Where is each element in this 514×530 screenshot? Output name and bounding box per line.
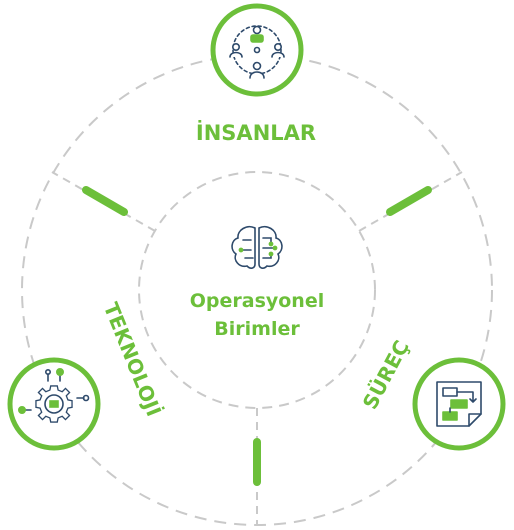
inner-dashed-ring xyxy=(138,171,376,409)
brain-circuit-icon xyxy=(231,225,283,269)
node-technology-label: TEKNOLOJİ xyxy=(99,299,166,420)
gear-circuit-icon xyxy=(17,367,90,423)
center-title-line1: Operasyonel xyxy=(190,290,325,312)
node-people-label: İNSANLAR xyxy=(196,120,316,145)
process-flow-icon xyxy=(436,381,482,427)
node-people-circle xyxy=(210,3,304,97)
node-technology: TEKNOLOJİ xyxy=(7,299,166,451)
people-network-icon xyxy=(229,25,285,79)
node-process-label: SÜREÇ xyxy=(358,336,414,413)
green-accent-bars xyxy=(82,186,432,486)
accent-bar-upper-right xyxy=(386,186,432,216)
node-process: SÜREÇ xyxy=(358,336,506,451)
center-title-line2: Birimler xyxy=(214,318,300,340)
node-people: İNSANLAR xyxy=(196,3,316,145)
accent-bar-upper-left xyxy=(82,186,128,216)
